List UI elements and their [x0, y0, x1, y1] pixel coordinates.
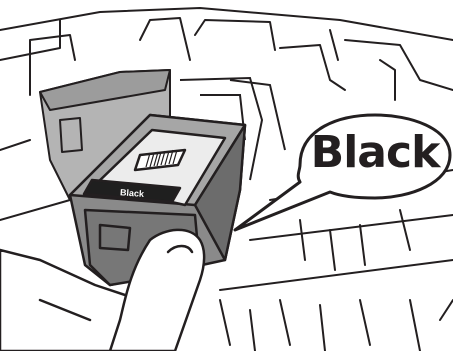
callout-label: Black [300, 127, 450, 179]
cartridge-label-text: Black [120, 187, 146, 199]
